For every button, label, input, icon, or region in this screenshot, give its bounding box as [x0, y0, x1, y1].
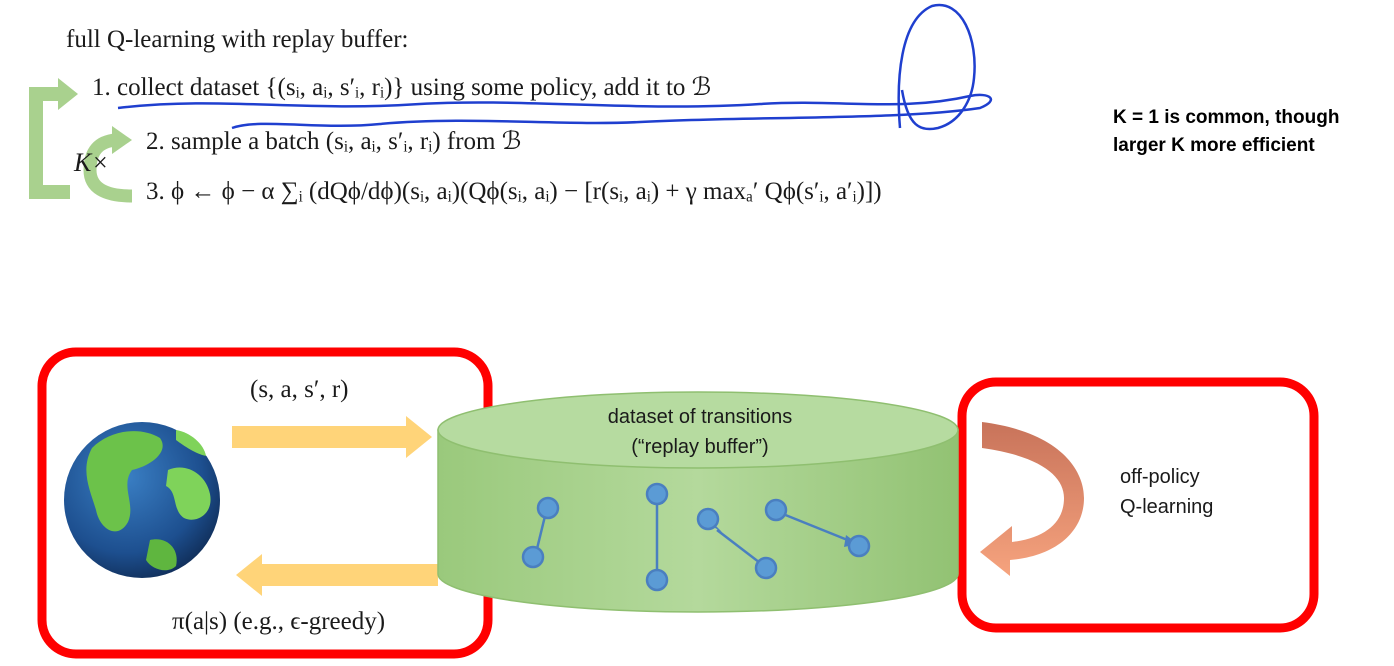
policy-label: π(a|s) (e.g., ϵ-greedy) [172, 608, 386, 635]
transition-points [521, 482, 871, 592]
step-number: 1. [92, 74, 111, 101]
step-number: 3. [146, 178, 165, 205]
step-text: ϕ ← ϕ − α ∑ᵢ (dQϕ/dϕ)(sᵢ, aᵢ)(Qϕ(sᵢ, aᵢ)… [171, 178, 882, 205]
k-note: K = 1 is common, though larger K more ef… [1113, 107, 1340, 156]
algorithm-title: full Q-learning with replay buffer: [66, 26, 409, 53]
learner-label-line2: Q-learning [1120, 496, 1214, 518]
algorithm-step-1: 1. collect dataset {(sᵢ, aᵢ, s′ᵢ, rᵢ)} u… [92, 72, 711, 102]
transition-arrow [232, 416, 432, 458]
outer-loop-arrow [29, 78, 78, 199]
inner-loop-arrow [83, 126, 133, 203]
annotation-underline [117, 93, 993, 130]
annotation-circle [897, 3, 976, 131]
learner-box [957, 377, 1319, 633]
replay-buffer-label: dataset of transitions (“replay buffer”) [560, 402, 840, 462]
learner-label-line1: off-policy [1120, 466, 1200, 488]
q-learning-curved-arrow [980, 422, 1084, 576]
inner-loop-label: K× [74, 148, 109, 177]
step-text: collect dataset {(sᵢ, aᵢ, s′ᵢ, rᵢ)} usin… [117, 74, 712, 101]
replay-buffer-label-line1: dataset of transitions [607, 406, 793, 428]
algorithm-step-3: 3. ϕ ← ϕ − α ∑ᵢ (dQϕ/dϕ)(sᵢ, aᵢ)(Qϕ(sᵢ, … [146, 178, 882, 206]
step-number: 2. [146, 128, 165, 155]
algorithm-step-2: 2. sample a batch (sᵢ, aᵢ, s′ᵢ, rᵢ) from… [146, 126, 521, 156]
transition-label: (s, a, s′, r) [250, 376, 349, 403]
replay-buffer-label-line2: (“replay buffer”) [631, 436, 769, 458]
step-text: sample a batch (sᵢ, aᵢ, s′ᵢ, rᵢ) from ℬ [171, 128, 522, 155]
learner-label: off-policy Q-learning [1120, 462, 1213, 522]
policy-arrow [236, 554, 438, 596]
globe-icon [64, 422, 220, 578]
